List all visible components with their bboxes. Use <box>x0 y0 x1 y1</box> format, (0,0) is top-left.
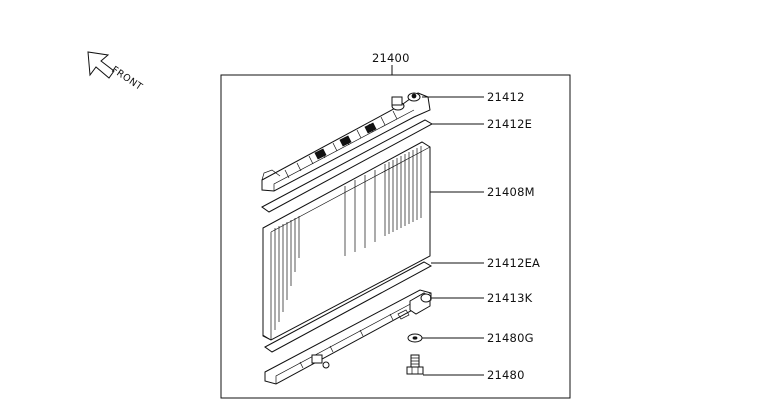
assembly-frame <box>220 74 571 399</box>
part-label-lower-seal: 21412EA <box>487 256 540 270</box>
lower-tank <box>264 289 432 385</box>
part-label-washer: 21480G <box>487 331 534 345</box>
core-fins <box>274 146 422 330</box>
upper-tank-ribs <box>284 110 398 179</box>
part-label-radiator-core: 21408M <box>487 185 535 199</box>
drain-fitting <box>311 354 330 369</box>
part-label-upper-seal: 21412E <box>487 117 532 131</box>
radiator-core <box>262 141 431 341</box>
drain-plug <box>406 354 424 375</box>
lower-seal <box>264 261 433 353</box>
part-label-drain-plug: 21480 <box>487 368 525 382</box>
front-arrow-icon <box>87 51 115 79</box>
washer <box>407 333 423 343</box>
upper-tank <box>261 92 431 192</box>
filler-neck <box>391 92 421 111</box>
part-label-upper-tank: 21412 <box>487 90 525 104</box>
oil-cooler-fitting <box>397 292 432 320</box>
part-label-oil-cooler-fitting: 21413K <box>487 291 533 305</box>
leader-lines <box>422 96 484 376</box>
assembly-label: 21400 <box>372 51 410 65</box>
front-label: FRONT <box>109 64 144 93</box>
